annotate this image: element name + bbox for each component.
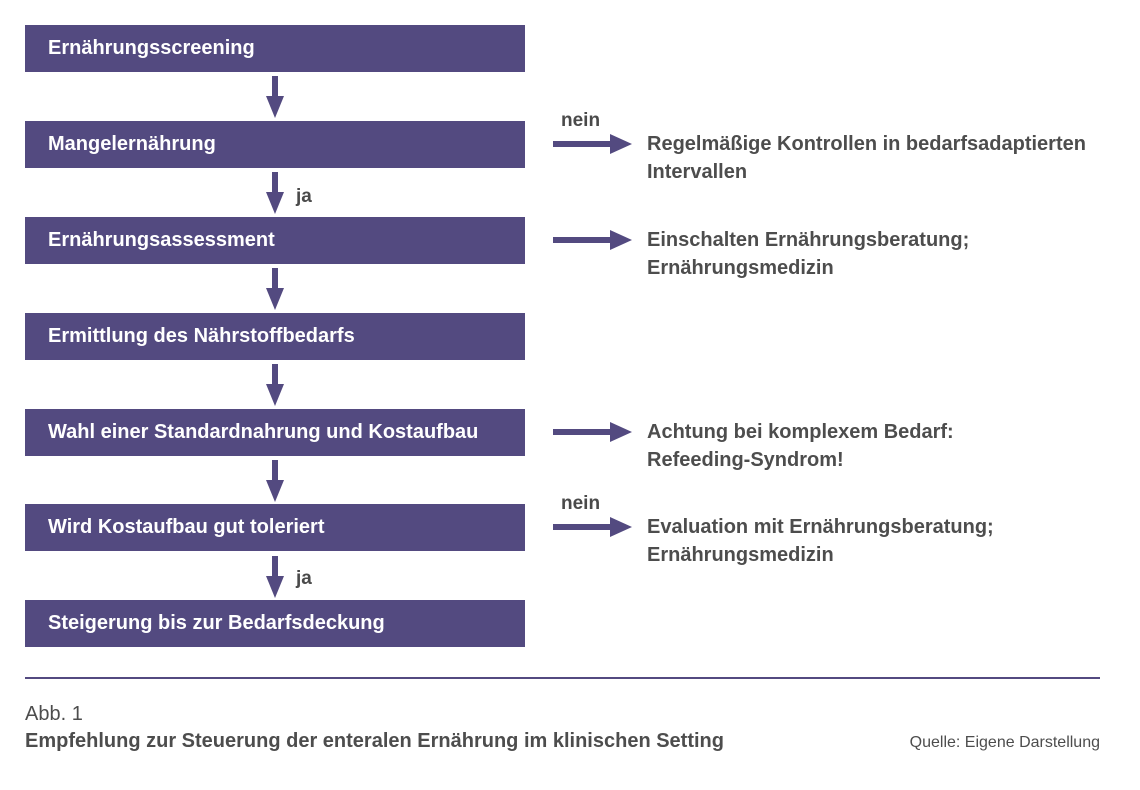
box-bedarfsdeckung: Steigerung bis zur Bedarfsdeckung [25,600,525,647]
label-nein-2: nein [561,493,601,514]
figure-source: Quelle: Eigene Darstellung [909,734,1100,751]
down-arrow-1 [266,76,284,118]
down-arrow-2 [266,172,284,214]
box-standardnahrung: Wahl einer Standardnahrung und Kostaufba… [25,409,525,456]
note-line: Regelmäßige Kontrollen in bedarfsadaptie… [647,133,1086,155]
right-arrow-4 [553,517,632,537]
box-label: Mangelernährung [48,133,216,155]
note-line: Ernährungsmedizin [647,544,834,566]
label-ja-2: ja [296,568,312,589]
note-line: Refeeding-Syndrom! [647,449,844,471]
box-label: Steigerung bis zur Bedarfsdeckung [48,612,385,634]
box-kostaufbau-toleriert: Wird Kostaufbau gut toleriert [25,504,525,551]
note-line: Intervallen [647,161,748,183]
label-nein-1: nein [561,110,601,131]
right-arrow-2 [553,230,632,250]
divider [25,677,1100,679]
right-arrows [553,134,632,537]
right-arrow-1 [553,134,632,154]
right-arrow-3 [553,422,632,442]
figure-number: Abb. 1 [25,703,83,725]
note-line: Achtung bei komplexem Bedarf: [647,421,954,443]
note-ernaehrungsberatung: Einschalten Ernährungsberatung; Ernährun… [647,226,969,282]
note-refeeding: Achtung bei komplexem Bedarf: Refeeding-… [647,418,954,474]
note-regelmaessige-kontrollen: Regelmäßige Kontrollen in bedarfsadaptie… [647,130,1086,186]
box-label: Ermittlung des Nährstoffbedarfs [48,325,355,347]
down-arrow-5 [266,460,284,502]
box-label: Wird Kostaufbau gut toleriert [48,516,325,538]
down-arrows [266,76,284,598]
box-ernaehrungsscreening: Ernährungsscreening [25,25,525,72]
down-arrow-6 [266,556,284,598]
box-mangelernaehrung: Mangelernährung [25,121,525,168]
down-arrow-3 [266,268,284,310]
note-line: Einschalten Ernährungsberatung; [647,229,970,251]
box-naehrstoffbedarf: Ermittlung des Nährstoffbedarfs [25,313,525,360]
box-label: Wahl einer Standardnahrung und Kostaufba… [48,421,479,443]
down-arrow-4 [266,364,284,406]
box-label: Ernährungsscreening [48,37,255,59]
note-line: Evaluation mit Ernährungsberatung; [647,516,994,538]
box-label: Ernährungsassessment [48,229,275,251]
label-ja-1: ja [296,186,312,207]
note-line: Ernährungsmedizin [647,257,834,279]
note-evaluation: Evaluation mit Ernährungsberatung; Ernäh… [647,513,994,569]
figure-caption: Empfehlung zur Steuerung der enteralen E… [25,730,724,752]
box-ernaehrungsassessment: Ernährungsassessment [25,217,525,264]
